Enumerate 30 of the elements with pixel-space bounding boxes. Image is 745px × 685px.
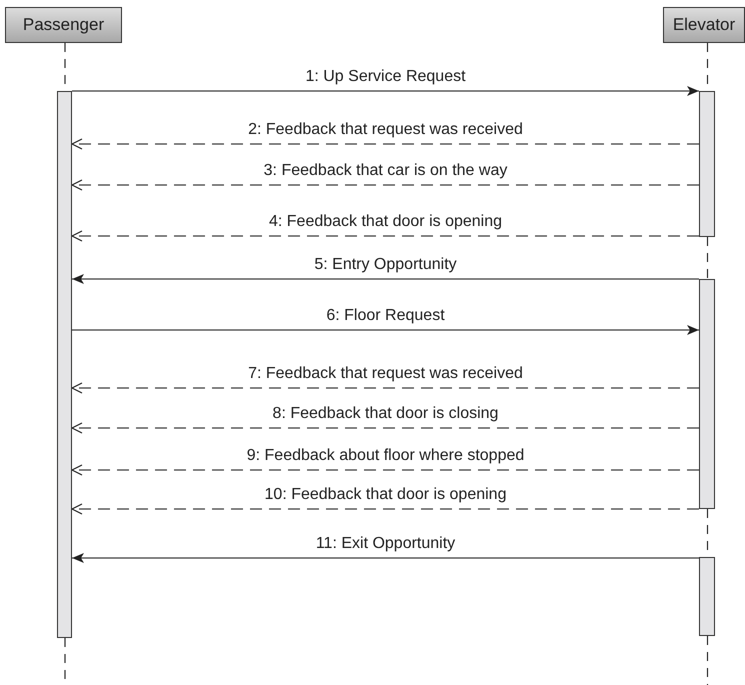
message-label: 3: Feedback that car is on the way — [264, 162, 508, 180]
lifeline-header-box: Passenger — [5, 7, 122, 43]
message-label: 10: Feedback that door is opening — [264, 486, 506, 504]
message-arrow — [72, 325, 699, 335]
message-arrow — [71, 503, 699, 515]
message-label: 9: Feedback about floor where stopped — [246, 447, 524, 465]
message-arrow — [72, 86, 699, 96]
message-label: 11: Exit Opportunity — [316, 535, 456, 553]
message-label: 7: Feedback that request was received — [248, 365, 523, 383]
message-arrow — [71, 138, 699, 150]
message-arrow — [71, 464, 699, 476]
lifeline — [706, 237, 708, 279]
message-arrow — [71, 179, 699, 191]
activation-bar — [57, 91, 72, 638]
message-arrow — [71, 382, 699, 394]
message-arrow — [72, 274, 699, 284]
activation-bar — [699, 91, 715, 237]
message-label: 2: Feedback that request was received — [248, 121, 523, 139]
message-label: 4: Feedback that door is opening — [268, 213, 502, 231]
message-label: 1: Up Service Request — [305, 68, 466, 86]
message-label: 8: Feedback that door is closing — [272, 405, 498, 423]
message-arrow — [71, 422, 699, 434]
message-label: 6: Floor Request — [326, 307, 445, 325]
message-arrow — [71, 230, 699, 242]
lifeline — [706, 636, 708, 685]
activation-bar — [699, 279, 715, 509]
activation-bar — [699, 557, 715, 636]
lifeline-header-box: Elevator — [663, 7, 745, 43]
message-label: 5: Entry Opportunity — [314, 256, 457, 274]
message-arrow — [72, 553, 699, 563]
